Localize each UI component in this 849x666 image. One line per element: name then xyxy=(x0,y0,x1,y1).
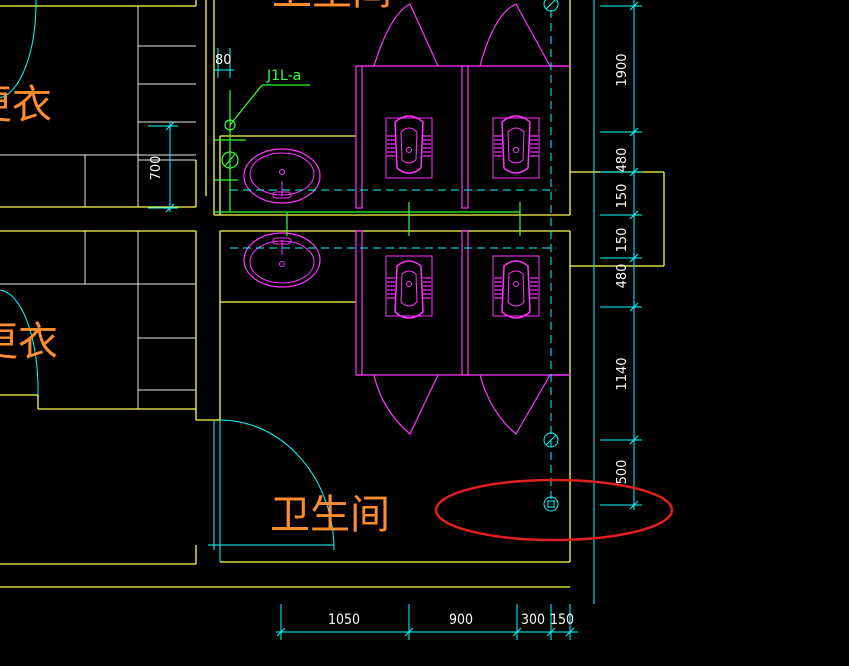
cabinet-dim-text: 700 xyxy=(149,156,164,181)
locker-grid xyxy=(0,6,196,409)
center-lines xyxy=(230,10,556,500)
dim-right-6: 1140 xyxy=(615,357,630,390)
toilet-walls xyxy=(213,0,665,563)
main-door xyxy=(208,419,335,562)
room-label-toilet-top: 卫生间 xyxy=(272,0,392,14)
wash-basin-upper xyxy=(243,148,321,204)
room-label-dressing-upper: 更衣 xyxy=(0,82,52,128)
bottom-dimension-chain xyxy=(276,604,578,640)
dim-right-5: 480 xyxy=(615,264,630,289)
dim-right-4: 150 xyxy=(615,228,630,253)
door-arc-lower xyxy=(0,289,39,396)
room-label-dressing-lower: 更衣 xyxy=(0,319,58,365)
dressing-area-walls xyxy=(0,0,570,588)
dim-bottom-1: 1050 xyxy=(328,612,360,628)
dim-right-3: 150 xyxy=(615,184,630,209)
squat-toilet-2 xyxy=(492,115,540,179)
dim-bottom-3: 300 xyxy=(521,612,545,628)
door-arc-upper xyxy=(0,0,37,99)
highlight-ellipse xyxy=(434,478,674,542)
dim-bottom-2: 900 xyxy=(449,612,473,628)
squat-toilet-4 xyxy=(492,255,540,319)
small-dimension xyxy=(214,48,234,78)
small-dim-text: 80 xyxy=(215,53,232,68)
squat-toilet-3 xyxy=(385,255,433,319)
dim-right-7: 500 xyxy=(615,460,630,485)
cubicle-partitions xyxy=(355,3,570,435)
squat-toilet-1 xyxy=(385,115,433,179)
cabinet-dimension xyxy=(148,121,178,213)
dim-right-2: 480 xyxy=(615,148,630,173)
dim-right-1: 1900 xyxy=(615,53,630,86)
floor-drains xyxy=(543,0,559,512)
right-dimension-chain xyxy=(593,0,642,604)
pipe-label: J1L-a xyxy=(266,68,301,84)
room-label-toilet-bottom: 卫生间 xyxy=(270,492,390,538)
wash-basin-lower xyxy=(243,232,321,288)
water-supply-pipes xyxy=(214,84,521,236)
dim-bottom-4: 150 xyxy=(550,612,574,628)
